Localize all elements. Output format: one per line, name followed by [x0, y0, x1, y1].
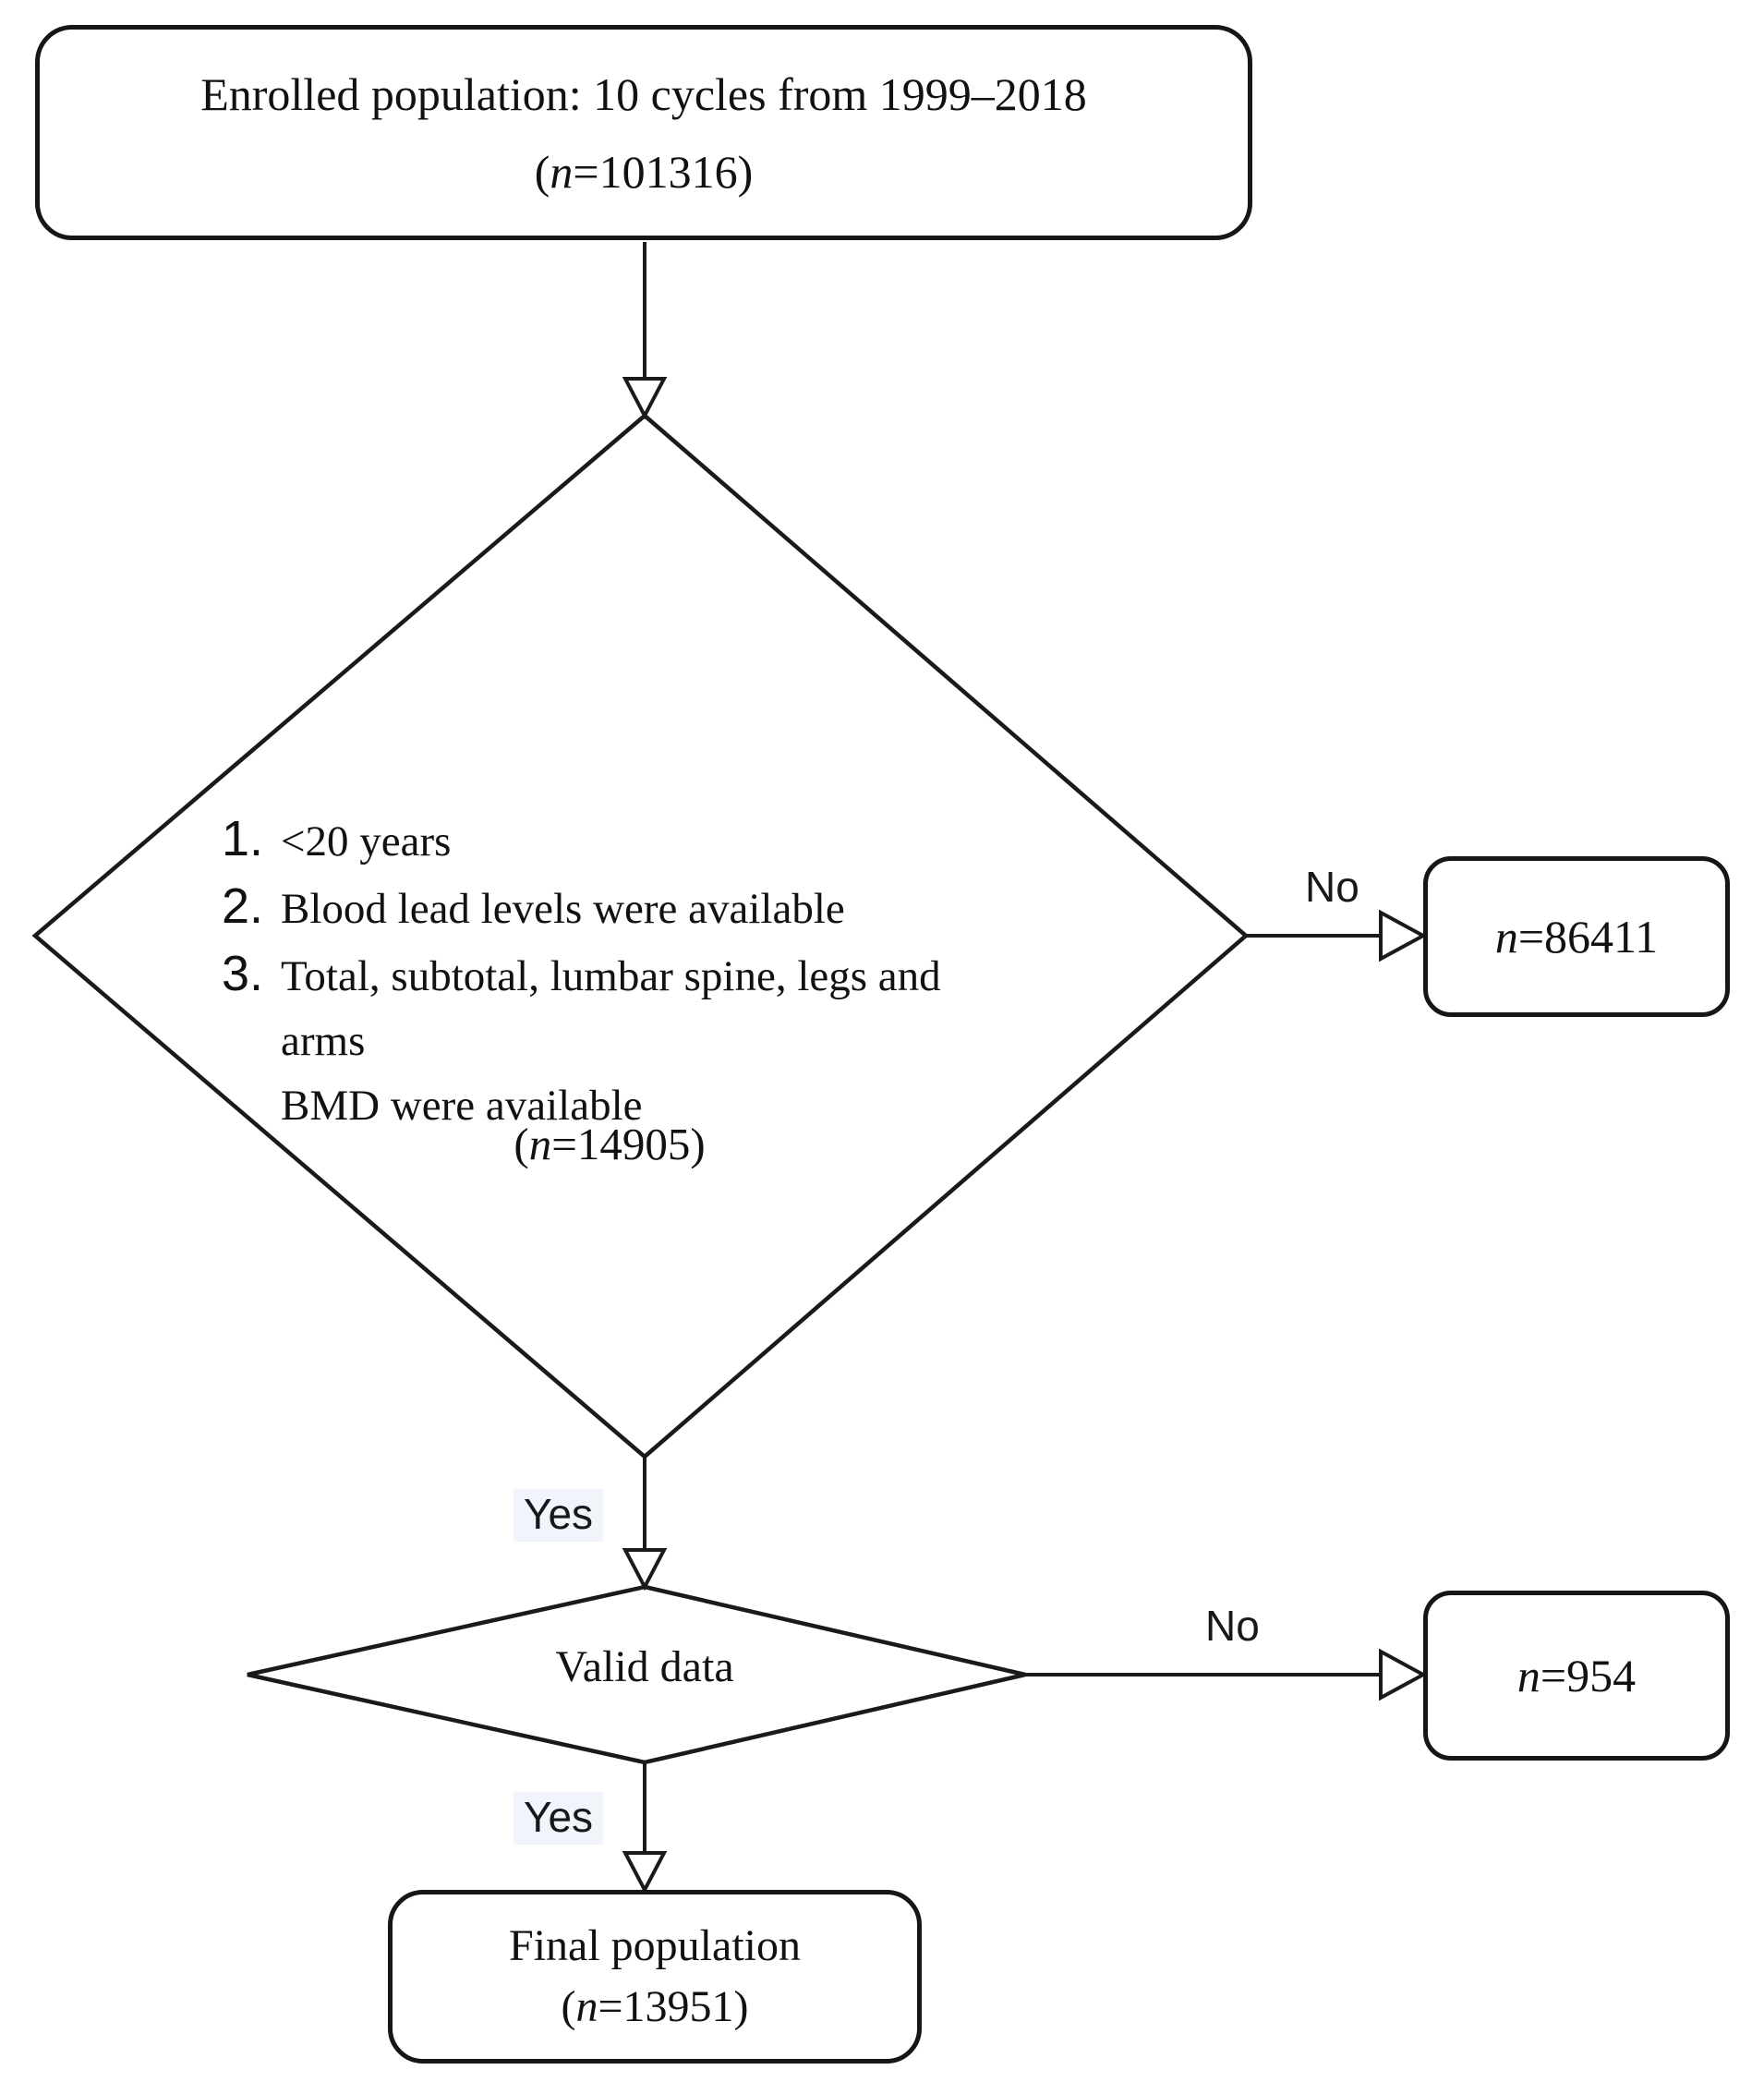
- arrowhead-right-icon: [1379, 1648, 1428, 1701]
- excluded-count-2: n=954: [1516, 1650, 1637, 1701]
- enrolled-population-box: Enrolled population: 10 cycles from 1999…: [35, 25, 1252, 240]
- criteria-diamond-count: (n=14905): [513, 1119, 706, 1169]
- excluded-count-box-1: n=86411: [1423, 856, 1730, 1017]
- final-population-count: (n=13951): [561, 1982, 749, 2031]
- criteria-list: 1. <20 years 2. Blood lead levels were a…: [222, 806, 1034, 1138]
- excluded-count-box-2: n=954: [1423, 1591, 1730, 1761]
- no-label-1: No: [1305, 863, 1359, 911]
- criteria-item-2-text: Blood lead levels were available: [281, 885, 845, 933]
- enrolled-population-title: Enrolled population: 10 cycles from 1999…: [200, 67, 1087, 120]
- criteria-item-3-text: Total, subtotal, lumbar spine, legs and …: [281, 952, 941, 1130]
- arrowhead-down-icon: [622, 1548, 668, 1592]
- criteria-item-3-number: 3.: [222, 946, 264, 1001]
- criteria-item-3: 3. Total, subtotal, lumbar spine, legs a…: [222, 941, 1034, 1138]
- final-population-title: Final population: [509, 1921, 801, 1970]
- enrolled-population-count: (n=101316): [534, 145, 754, 198]
- criteria-item-2-number: 2.: [222, 878, 264, 934]
- criteria-item-2: 2. Blood lead levels were available: [222, 874, 1034, 941]
- criteria-item-1-text: <20 years: [281, 817, 452, 865]
- criteria-item-1-number: 1.: [222, 811, 264, 866]
- yes-label-2: Yes: [513, 1792, 604, 1845]
- final-population-box: Final population (n=13951): [388, 1890, 922, 2064]
- criteria-item-1: 1. <20 years: [222, 806, 1034, 874]
- yes-label-1: Yes: [513, 1489, 604, 1542]
- arrowhead-right-icon: [1379, 909, 1428, 962]
- arrowhead-down-icon: [622, 1851, 668, 1894]
- excluded-count-1: n=86411: [1494, 911, 1659, 962]
- valid-data-label: Valid data: [555, 1642, 734, 1691]
- arrowhead-down-icon: [622, 377, 668, 420]
- no-label-2: No: [1205, 1602, 1260, 1650]
